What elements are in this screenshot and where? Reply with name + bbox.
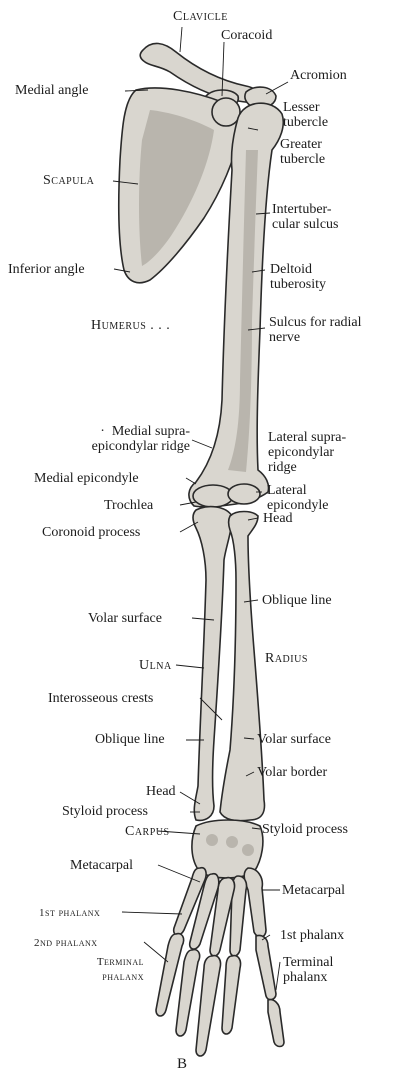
label-humerus: Humerus . . . xyxy=(91,318,170,333)
figure-letter: B xyxy=(177,1057,187,1072)
thumb-metacarpal xyxy=(244,868,266,937)
label-greater-tubercle: Greater tubercle xyxy=(280,137,325,167)
label-lesser-tubercle: Lesser tubercle xyxy=(283,100,328,130)
label-acromion: Acromion xyxy=(290,68,347,83)
label-coronoid-process: Coronoid process xyxy=(42,525,140,540)
label-trochlea: Trochlea xyxy=(104,498,153,513)
ring-phalanges xyxy=(176,950,200,1036)
label-first-phalanx-right: 1st phalanx xyxy=(280,928,344,943)
label-metacarpal-right: Metacarpal xyxy=(282,883,345,898)
label-metacarpal-left: Metacarpal xyxy=(70,858,133,873)
label-deltoid-tuberosity: Deltoid tuberosity xyxy=(270,262,326,292)
label-head-ulna: Head xyxy=(146,784,176,799)
label-second-phalanx: 2nd phalanx xyxy=(34,936,98,951)
label-medial-epicondyle: Medial epicondyle xyxy=(34,471,139,486)
label-styloid-process-right: Styloid process xyxy=(262,822,348,837)
capitulum-bone xyxy=(228,484,260,504)
middle-phalanges xyxy=(196,956,221,1056)
thumb-terminal-phalanx xyxy=(268,1000,284,1047)
label-inferior-angle: Inferior angle xyxy=(8,262,85,277)
label-lateral-epicondyle: Lateral epicondyle xyxy=(267,483,328,513)
label-terminal-phalanx-right: Terminal phalanx xyxy=(283,955,333,985)
label-medial-angle: Medial angle xyxy=(15,83,88,98)
label-terminal-phalanx-left: Terminal phalanx xyxy=(28,955,144,985)
label-first-phalanx-left: 1st phalanx xyxy=(39,906,100,921)
label-head-radius: Head xyxy=(263,511,293,526)
label-carpus: Carpus xyxy=(125,824,170,839)
glenoid-cavity xyxy=(212,98,240,126)
carpal-detail-1 xyxy=(206,834,218,846)
label-styloid-process-left: Styloid process xyxy=(62,804,148,819)
label-sulcus-radial-nerve: Sulcus for radial nerve xyxy=(269,315,362,345)
label-volar-surface-right: Volar surface xyxy=(257,732,331,747)
label-scapula: Scapula xyxy=(43,173,94,188)
carpal-detail-3 xyxy=(242,844,254,856)
carpal-detail-2 xyxy=(226,836,238,848)
label-lateral-supraepicondylar-ridge: Lateral supra- epicondylar ridge xyxy=(268,430,346,475)
label-radius: Radius xyxy=(265,651,308,666)
label-medial-supraepicondylar-ridge: · Medial supra- epicondylar ridge xyxy=(22,424,190,454)
label-volar-border: Volar border xyxy=(257,765,327,780)
trochlea-bone xyxy=(193,485,233,507)
label-interosseous-crests: Interosseous crests xyxy=(48,691,153,706)
label-intertubercular-sulcus: Intertuber- cular sulcus xyxy=(272,202,338,232)
index-phalanges xyxy=(222,956,241,1034)
label-clavicle: Clavicle xyxy=(173,9,228,24)
label-volar-surface-left: Volar surface xyxy=(88,611,162,626)
label-coracoid: Coracoid xyxy=(221,28,272,43)
label-ulna: Ulna xyxy=(139,658,172,673)
thumb-first-phalanx xyxy=(256,935,276,999)
label-oblique-line-left: Oblique line xyxy=(95,732,165,747)
label-oblique-line-right: Oblique line xyxy=(262,593,332,608)
